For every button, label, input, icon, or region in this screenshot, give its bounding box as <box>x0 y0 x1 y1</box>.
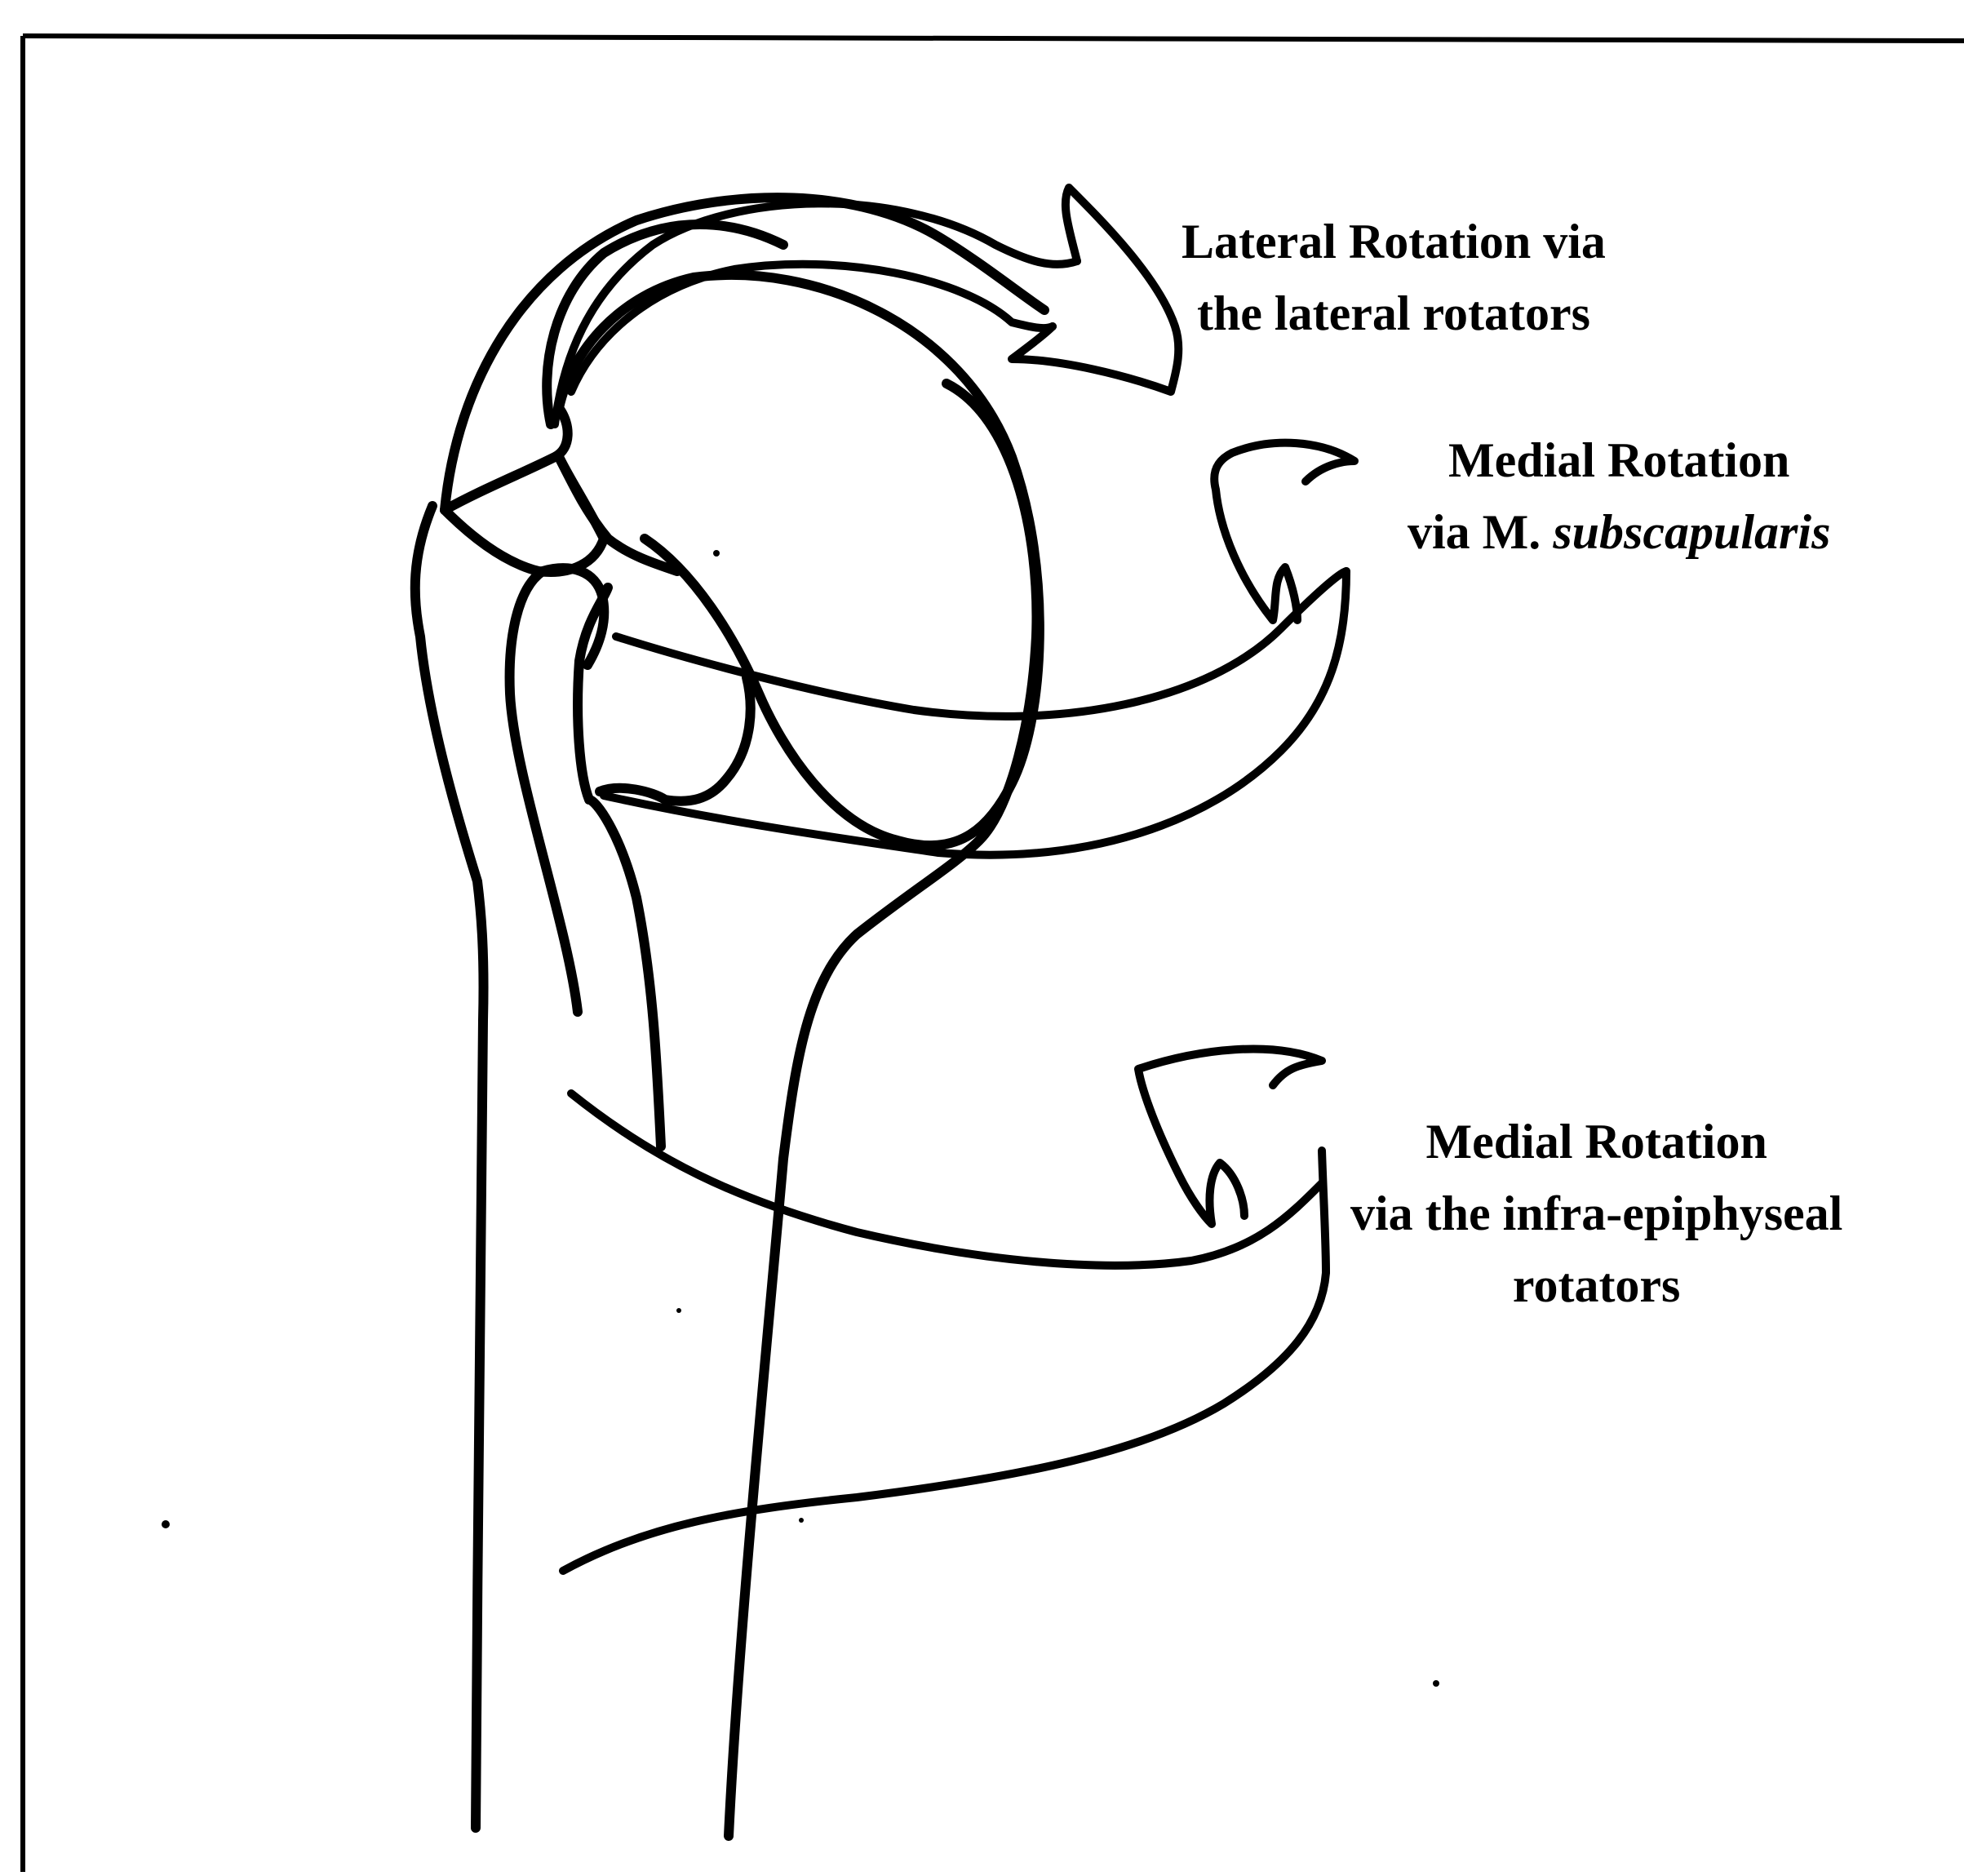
speck <box>676 1308 681 1313</box>
speck <box>713 550 720 557</box>
infra-label-line3: rotators <box>1350 1249 1842 1321</box>
lateral-arrow-head <box>1012 188 1178 392</box>
humerus-shaft <box>415 384 1037 1836</box>
infra-label-line2: via the infra-epiphyseal <box>1350 1177 1842 1249</box>
scan-specks <box>162 550 1439 1687</box>
lateral-label-line1: Lateral Rotation via <box>1182 206 1606 277</box>
lateral-label-line2: the lateral rotators <box>1182 277 1606 349</box>
subscap-label-line2: via M. subscapularis <box>1408 496 1830 568</box>
infra-arrow-head <box>1138 1049 1322 1224</box>
shaft-left-outline <box>415 506 484 1828</box>
head-inner-contour <box>559 275 1040 845</box>
speck <box>799 1518 804 1523</box>
medial-infra-label: Medial Rotation via the infra-epiphyseal… <box>1350 1106 1842 1321</box>
shaft-right-outline <box>729 384 1036 1836</box>
medial-subscapularis-label: Medial Rotation via M. subscapularis <box>1408 424 1830 568</box>
speck <box>162 1520 170 1528</box>
infra-label-line1: Medial Rotation <box>1350 1106 1842 1177</box>
lateral-rotation-label: Lateral Rotation via the lateral rotator… <box>1182 206 1606 349</box>
subscap-label-prefix: via M. <box>1408 505 1553 559</box>
speck <box>1433 1680 1439 1687</box>
groove-floor <box>600 677 751 801</box>
subscap-label-italic: subscapularis <box>1553 505 1830 559</box>
bicipital-groove-medial <box>578 588 661 1146</box>
subscap-label-line1: Medial Rotation <box>1408 424 1830 496</box>
subscap-arrow-head <box>1214 443 1354 620</box>
subscap-band-upper <box>616 571 1346 716</box>
